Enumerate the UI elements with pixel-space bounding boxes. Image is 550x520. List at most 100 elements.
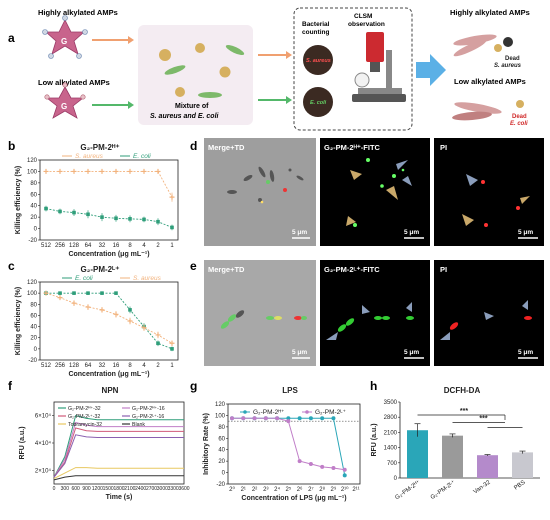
series-line [46, 170, 173, 198]
x-tick-label: 64 [85, 363, 92, 369]
micro-e-label-fitc: G₂-PM-2ᴸ⁺-FITC [324, 265, 380, 274]
y-tick-label: 120 [27, 158, 38, 164]
panel-label-a: a [8, 31, 15, 45]
x-tick-label: 2² [252, 487, 257, 493]
y-tick-label: 100 [215, 413, 226, 419]
sig-label: *** [460, 408, 468, 415]
data-point [297, 459, 302, 464]
data-point [85, 168, 91, 174]
arrow-head-2 [128, 101, 134, 109]
x-tick-label: 256 [55, 243, 66, 249]
analysis-box [293, 7, 413, 131]
x-tick-label: 3600 [178, 486, 189, 492]
data-point [141, 325, 147, 331]
x-tick-label: 8 [128, 363, 132, 369]
data-point [57, 295, 63, 301]
legend-label: G₂-PM-2ᴸ⁺-16 [132, 414, 164, 420]
legend-label: Tobramycin-32 [68, 422, 102, 428]
dendrimer-low-icon: G [44, 82, 86, 119]
y-tick-label: 3500 [384, 400, 398, 406]
x-tick-label: 600 [71, 486, 80, 492]
y-axis-label: RFU (a.u.) [19, 426, 26, 459]
arrow-head-4 [286, 96, 292, 104]
x-tick-label: 32 [99, 363, 106, 369]
legend-label: E. coli [75, 275, 93, 282]
bar [442, 435, 463, 478]
data-point [114, 216, 118, 221]
legend-label: G₂-PM-2ᴴ⁺-32 [68, 406, 101, 412]
x-axis-label: Concentration (μg mL⁻¹) [68, 371, 149, 378]
data-point [275, 416, 280, 421]
x-tick-label: 64 [85, 243, 92, 249]
micro-e-label-pi: PI [440, 265, 447, 274]
x-tick-label: 2100 [124, 486, 135, 492]
y-tick-label: 60 [30, 313, 37, 319]
data-point [100, 291, 104, 295]
x-tick-label: 2700 [146, 486, 157, 492]
scale-d3: 5 μm [518, 229, 533, 236]
x-tick-label: 2³ [263, 487, 268, 493]
series-line [53, 421, 184, 478]
y-tick-label: 0 [34, 227, 38, 233]
legend-label: E. coli [133, 153, 151, 160]
x-tick-label: 32 [99, 243, 106, 249]
y-tick-label: 4×10⁴ [35, 440, 52, 447]
data-point [99, 168, 105, 174]
x-tick-label: 2 [156, 243, 160, 249]
x-tick-label: G₂-PM-2ᴸ⁺ [429, 479, 456, 501]
x-tick-label: 4 [142, 363, 146, 369]
micro-e-label-merge: Merge+TD [208, 265, 245, 274]
y-tick-label: 60 [30, 192, 37, 198]
y-tick-label: 1400 [384, 446, 398, 452]
data-point [127, 318, 133, 324]
y-tick-label: 20 [30, 336, 37, 342]
y-tick-label: 2800 [384, 415, 398, 421]
y-tick-label: 0 [34, 347, 38, 353]
high-alkylated-label: Highly alkylated AMPs [38, 8, 118, 17]
data-point [286, 416, 291, 421]
x-axis-label: Time (s) [106, 494, 133, 501]
data-point [141, 168, 147, 174]
bar [407, 430, 428, 478]
data-point [331, 416, 336, 421]
x-tick-label: 2⁷ [308, 486, 314, 493]
y-tick-label: 700 [387, 461, 398, 467]
clsm-line1: CLSM [354, 13, 372, 20]
scale-e3: 5 μm [518, 349, 533, 356]
y-tick-label: 0 [394, 476, 398, 482]
data-point [113, 311, 119, 317]
legend-label: S. aureus [133, 275, 162, 282]
y-tick-label: 80 [30, 302, 37, 308]
y-tick-label: 20 [30, 215, 37, 221]
dendrimer-high-icon: G [42, 15, 88, 59]
panel-label-d: d [190, 139, 197, 153]
x-tick-label: 512 [41, 243, 52, 249]
x-tick-label: PBS [513, 480, 526, 492]
scale-d2: 5 μm [404, 229, 419, 236]
chart-title: LPS [282, 386, 298, 395]
mixture-box [138, 25, 253, 125]
chart-title: G₂-PM-2ᴴ⁺ [80, 143, 119, 152]
data-point [128, 217, 132, 221]
plate-top [303, 45, 333, 75]
y-tick-label: -20 [28, 238, 37, 244]
data-point [100, 215, 104, 219]
micro-e: Merge+TD G₂-PM-2ᴸ⁺-FITC PI 5 μm 5 μm 5 μ… [204, 260, 544, 366]
counting-line2: counting [302, 29, 329, 36]
data-point [114, 291, 118, 295]
result-high-label: Highly alkylated AMPs [450, 8, 530, 17]
data-point [263, 416, 268, 421]
data-point [169, 194, 175, 200]
series-line [53, 475, 184, 481]
micro-e-fitc [320, 260, 430, 366]
microscope-icon [352, 32, 406, 102]
data-point [86, 212, 90, 217]
data-point [72, 291, 76, 295]
plate-bottom-label: E. coli [310, 100, 327, 106]
g-label-low: G [61, 102, 67, 111]
y-tick-label: 0 [222, 471, 226, 477]
data-point [320, 416, 325, 421]
data-point [241, 416, 246, 421]
